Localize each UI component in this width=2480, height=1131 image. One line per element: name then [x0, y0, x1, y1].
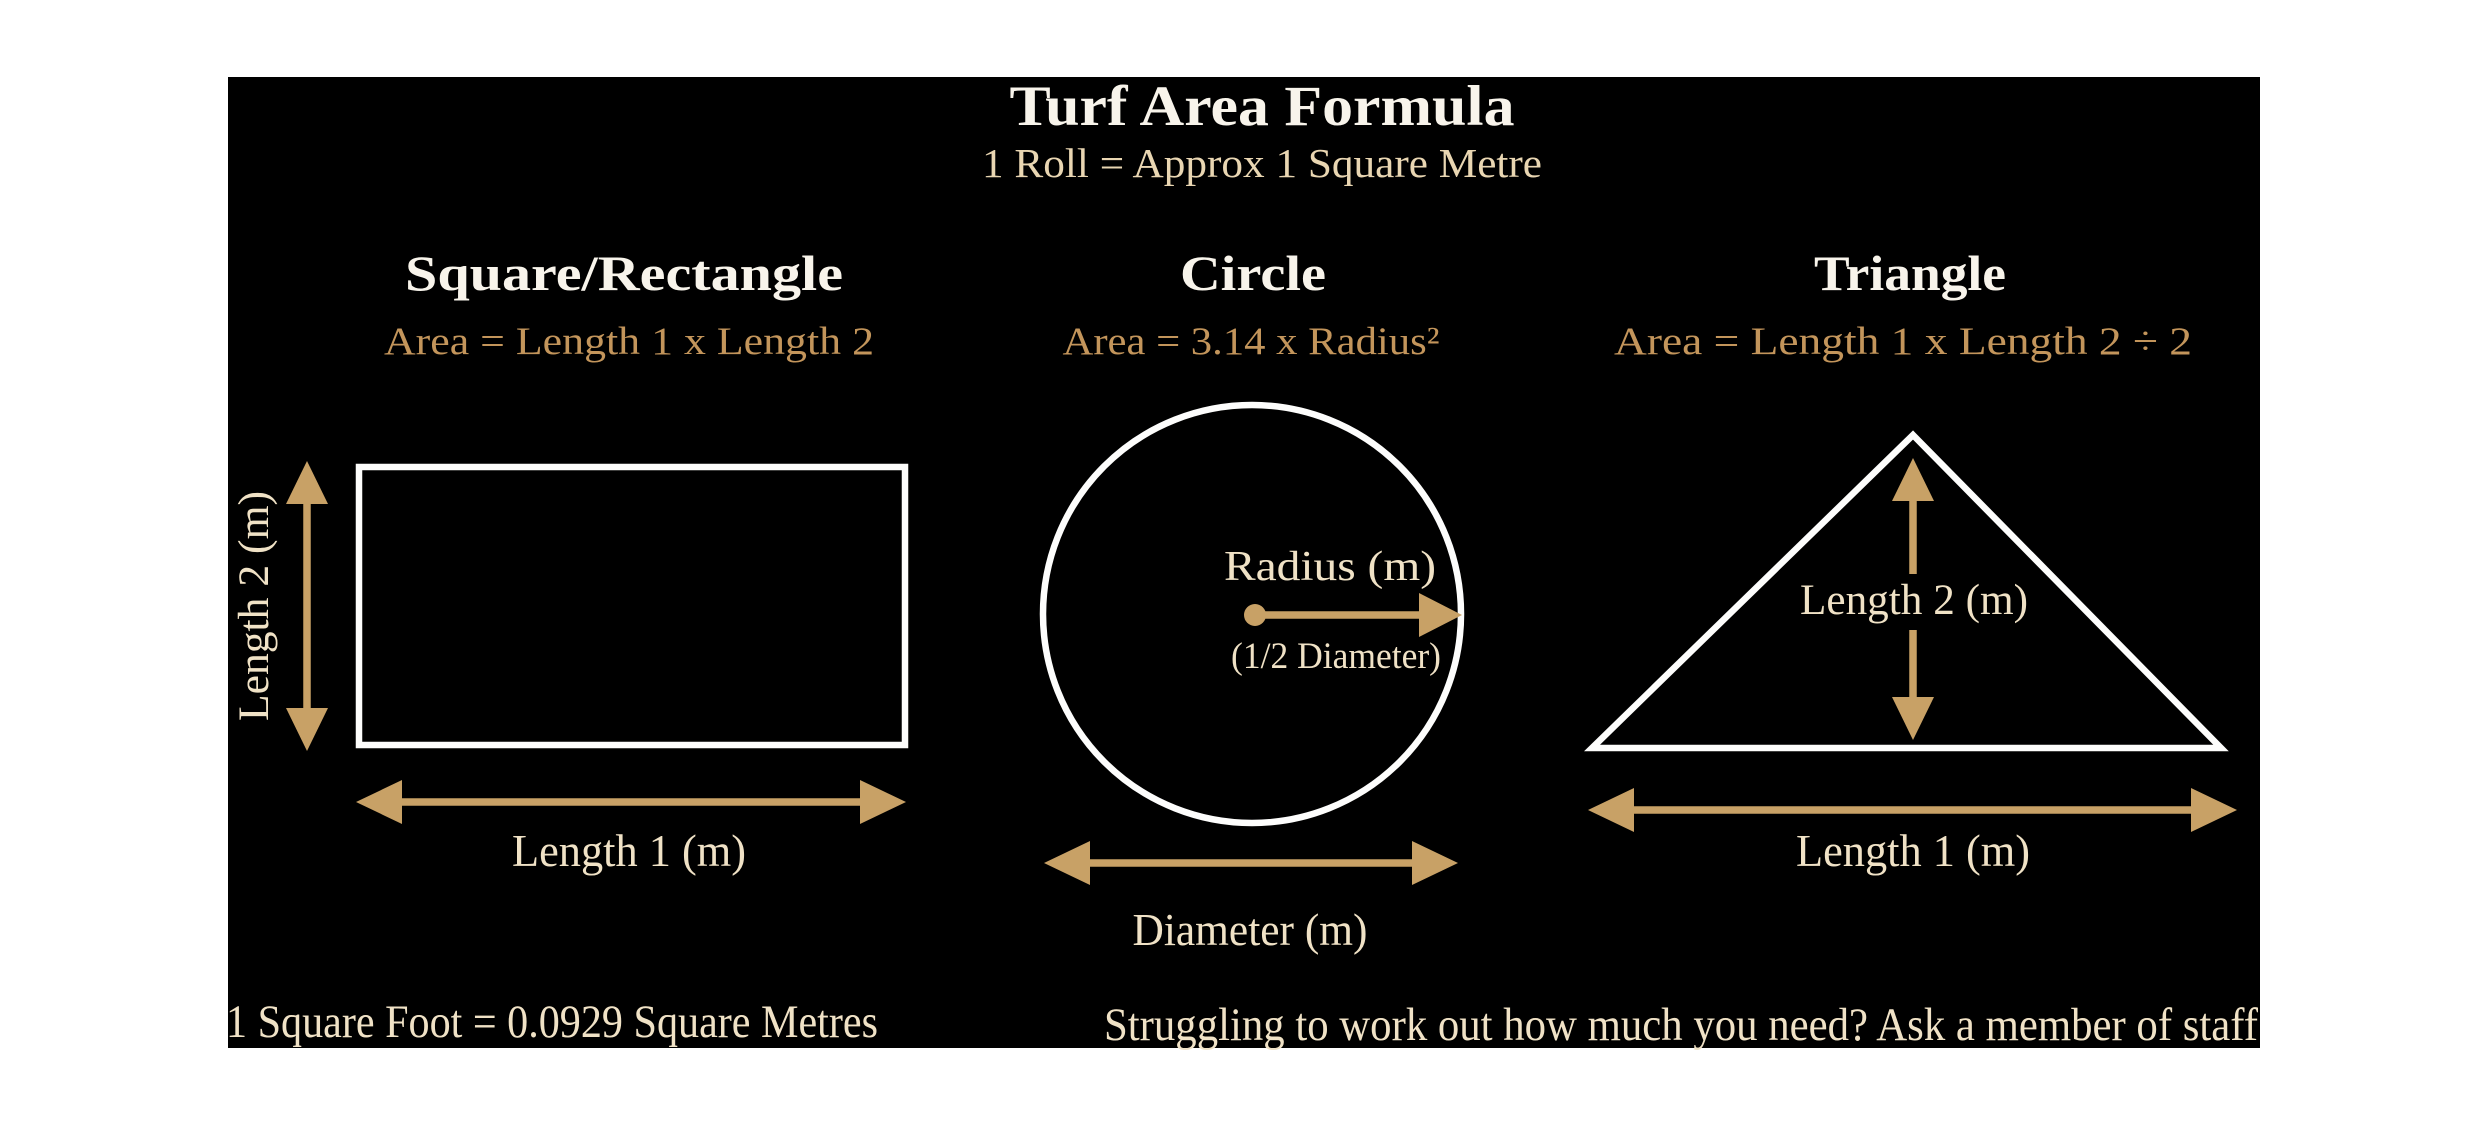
rectangle-formula: Area = Length 1 x Length 2 — [384, 320, 874, 363]
circle-bottom-label: Diameter (m) — [1133, 904, 1368, 955]
circle-radius-label: Radius (m) — [1224, 544, 1436, 590]
footer-help-note: Struggling to work out how much you need… — [1104, 999, 2258, 1051]
panel-background — [228, 77, 2260, 1048]
circle-radius-arrow-icon — [1244, 593, 1462, 637]
triangle-formula: Area = Length 1 x Length 2 ÷ 2 — [1614, 320, 2192, 363]
circle-shape — [1039, 401, 1465, 827]
rectangle-heading: Square/Rectangle — [405, 245, 843, 301]
triangle-length1-arrow-icon — [1588, 788, 2237, 832]
rectangle-length2-arrow-icon — [286, 461, 328, 751]
triangle-heading: Triangle — [1814, 245, 2006, 301]
triangle-shape — [1584, 430, 2229, 752]
circle-heading: Circle — [1180, 245, 1326, 301]
rectangle-bottom-label: Length 1 (m) — [512, 825, 746, 876]
rectangle-shape — [355, 463, 909, 749]
rectangle-length1-arrow-icon — [356, 780, 906, 824]
circle-radius-sublabel: (1/2 Diameter) — [1231, 636, 1441, 677]
page-title: Turf Area Formula — [1010, 75, 1515, 138]
triangle-length2-arrow-icon — [1892, 458, 1934, 740]
footer-conversion-note: 1 Square Foot = 0.0929 Square Metres — [226, 996, 878, 1048]
triangle-height-label: Length 2 (m) — [1800, 577, 2028, 624]
rectangle-side-label: Length 2 (m) — [231, 491, 278, 721]
circle-formula: Area = 3.14 x Radius² — [1063, 320, 1440, 363]
page-subtitle: 1 Roll = Approx 1 Square Metre — [982, 140, 1542, 186]
triangle-bottom-label: Length 1 (m) — [1796, 825, 2030, 876]
circle-diameter-arrow-icon — [1044, 841, 1458, 885]
